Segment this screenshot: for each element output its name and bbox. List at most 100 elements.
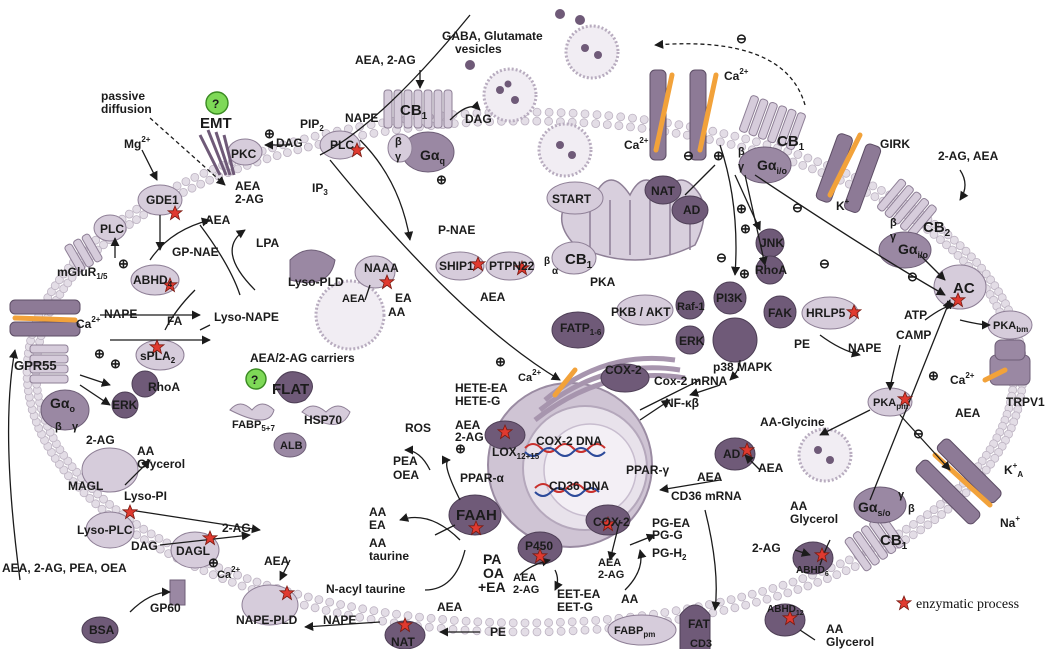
flat-transporter	[274, 371, 313, 404]
label-aa-cox: AA	[621, 592, 639, 606]
gpr55-receptor	[29, 344, 90, 431]
label-abhd6: ABHD6	[796, 565, 829, 578]
label-cox2-top: COX-2	[605, 363, 642, 377]
label-ip3: IP3	[312, 181, 328, 197]
label-n-acyl-taurine: N-acyl taurine	[326, 582, 406, 596]
label-2ag-lox: 2-AG	[455, 430, 484, 444]
cox2-enzyme-top	[600, 363, 650, 393]
nat-enzyme-top	[644, 175, 682, 205]
abhd12-enzyme	[764, 603, 806, 637]
label-rhoa-left: RhoA	[148, 380, 180, 394]
label-g-alpha-o: Gαo	[50, 395, 76, 414]
lyso-plc-enzyme	[85, 511, 135, 549]
label-aa-ea: AA	[369, 505, 387, 519]
label-glycerol-abhd12: Glycerol	[826, 635, 874, 649]
sign-plus-13: ⊕	[928, 368, 939, 383]
label-cb2: CB2	[923, 219, 951, 239]
label-aea-lox: AEA	[455, 418, 481, 432]
label-dag-mid: DAG	[276, 136, 303, 150]
label-aea-emt: AEA	[235, 179, 261, 193]
label-aa-naaa: AA	[388, 305, 406, 319]
label-pka-bm: PKAbm	[993, 320, 1028, 334]
label-cox2-mrna: Cox-2 mRNA	[654, 374, 728, 388]
label-ship1: SHIP1	[439, 259, 474, 273]
label-eet-g: EET-G	[557, 600, 593, 614]
label-rhoa-mid: RhoA	[755, 263, 787, 277]
fak	[763, 295, 797, 329]
label-g-alpha-io2: Gαi/o	[898, 241, 929, 260]
rhoa-left	[131, 370, 159, 398]
label-pg-h2: PG-H2	[652, 546, 687, 562]
pkb-akt	[616, 294, 674, 326]
label-alb: ALB	[280, 440, 303, 452]
label-lox: LOX12+15	[492, 445, 540, 461]
label-dag-top: DAG	[465, 112, 492, 126]
label-ad-right: AD	[723, 447, 741, 461]
label-aa-magl: AA	[137, 444, 155, 458]
label-p38: p38 MAPK	[713, 360, 773, 374]
label-ea-out: EA	[369, 518, 386, 532]
vesicles-group	[314, 9, 853, 483]
label-ea: EA	[395, 291, 412, 305]
calcium-channel-left	[9, 299, 81, 337]
label-fat: FAT	[688, 617, 710, 631]
label-naaa: NAAA	[364, 261, 399, 275]
girk-channel	[815, 132, 882, 213]
label-taurine: taurine	[369, 549, 409, 563]
label-magl: MAGL	[68, 479, 103, 493]
label-aea-bottom-left: AEA, 2-AG, PEA, OEA	[2, 561, 127, 575]
label-vesicles: vesicles	[455, 42, 502, 56]
label-cd36-dna: CD36 DNA	[549, 479, 609, 493]
label-gaba-glutamate: GABA, Glutamate	[442, 29, 543, 43]
label-aea-trpv: AEA	[955, 406, 981, 420]
label-cox2-bottom: COX-2	[593, 515, 630, 529]
sign-plus-8: ⊕	[455, 441, 466, 456]
sign-minus-3: ⊖	[792, 200, 803, 215]
cb1-mid	[551, 241, 597, 275]
label-lyso-nape: Lyso-NAPE	[214, 310, 279, 324]
label-erk-mid: ERK	[679, 334, 705, 348]
fabp-pm	[607, 614, 677, 646]
sign-plus-1: ⊕	[436, 172, 447, 187]
fabp57-carrier	[229, 403, 275, 421]
sign-minus-1: ⊖	[736, 31, 747, 46]
label-aea-2ag-top: AEA, 2-AG	[355, 53, 416, 67]
legend-enzymatic-label: enzymatic process	[916, 597, 1019, 612]
label-faah: FAAH	[456, 507, 497, 524]
text-labels: GABA, Glutamate vesicles AEA, 2-AG Ca2+ …	[2, 29, 1045, 649]
mglur-receptor	[64, 233, 103, 273]
label-cd3: CD3	[690, 638, 712, 649]
label-pg-g: PG-G	[652, 528, 683, 542]
label-cb1-right: CB1	[777, 133, 805, 153]
sign-plus-11: ⊕	[740, 221, 751, 236]
pi3k	[713, 281, 747, 315]
label-nape-mid: NAPE	[848, 341, 881, 355]
bsa-protein	[81, 616, 119, 644]
label-aea-ad: AEA	[758, 461, 784, 475]
label-2ag-aea-right: 2-AG, AEA	[938, 149, 999, 163]
label-lyso-pld: Lyso-PLD	[288, 275, 344, 289]
label-flat: FLAT	[272, 381, 309, 398]
label-aa-abhd6: AA	[790, 499, 808, 513]
label-pe-mid: PE	[794, 337, 810, 351]
ad-enzyme-top	[671, 195, 709, 225]
label-2ag-emt: 2-AG	[235, 192, 264, 206]
legend: enzymatic process	[896, 595, 1019, 612]
fatp-transporter	[551, 311, 605, 349]
label-fatp: FATP1-6	[560, 321, 602, 337]
label-gamma-cb2: γ	[890, 231, 897, 243]
hsp70-carrier	[301, 405, 351, 425]
label-ca2-trpv: Ca2+	[950, 371, 975, 387]
label-cb1-bottom: CB1	[880, 532, 908, 552]
arrows	[7, 14, 991, 641]
label-gamma-bottom: γ	[898, 489, 905, 501]
label-p-nae: P-NAE	[438, 223, 475, 237]
label-pip2: PIP2	[300, 117, 324, 133]
label-beta-right: β	[738, 146, 745, 158]
label-pka-mid: PKA	[590, 275, 616, 289]
label-dagl: DAGL	[176, 544, 210, 558]
label-spla2: sPLA2	[140, 349, 176, 365]
label-pe-bottom: PE	[490, 625, 506, 639]
label-ca2-top: Ca2+	[724, 67, 749, 83]
label-nat-top: NAT	[651, 184, 675, 198]
